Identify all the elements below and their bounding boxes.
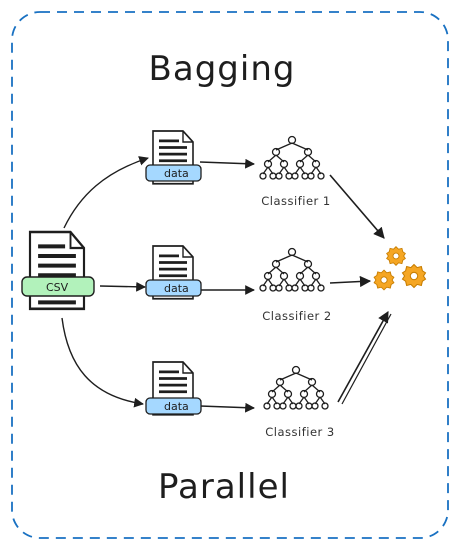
csv-label: CSV	[46, 281, 69, 294]
arrow-csv-to-data-3	[61, 317, 144, 408]
classifier-1: Classifier 1	[259, 135, 330, 208]
classifier-2: Classifier 2	[259, 247, 331, 323]
data-label-2: data	[164, 282, 189, 295]
arrow-data-to-classifier-3	[199, 402, 255, 413]
csv-file: CSV	[21, 232, 95, 309]
data-tag-2	[145, 279, 202, 297]
arrow-csv-to-data-1	[63, 156, 149, 229]
title-bagging: Bagging	[149, 49, 296, 89]
decision-tree-icon	[259, 135, 325, 180]
arrow-csv-to-data-2	[99, 281, 146, 292]
data-label-3: data	[164, 400, 189, 413]
classifier-1-label: Classifier 1	[261, 194, 330, 208]
data-tag-3	[145, 397, 202, 415]
data-subset-2: data	[145, 244, 202, 301]
csv-tag	[21, 276, 95, 297]
data-label-1: data	[164, 167, 189, 180]
arrow-data-to-classifier-1	[199, 158, 255, 169]
csv-to-data-arrows	[61, 156, 149, 408]
title-parallel: Parallel	[158, 467, 290, 507]
arrow-classifier-3-to-gears	[337, 311, 389, 403]
classifier-3: Classifier 3	[263, 365, 334, 439]
decision-tree-icon	[259, 247, 325, 292]
dashed-border	[11, 11, 449, 539]
data-tag-1	[145, 164, 202, 182]
gears-icon	[373, 246, 427, 291]
classifier-3-label: Classifier 3	[265, 425, 334, 439]
decision-tree-icon	[263, 365, 329, 410]
data-subset-3: data	[145, 360, 202, 417]
data-to-classifier-arrows	[199, 158, 255, 413]
classifier-2-label: Classifier 2	[262, 309, 331, 323]
arrow-classifier-2-to-gears	[329, 275, 372, 288]
arrow-classifier-1-to-gears	[329, 174, 385, 239]
data-subset-1: data	[145, 129, 202, 186]
classifier-to-aggregator-arrows	[329, 174, 392, 405]
